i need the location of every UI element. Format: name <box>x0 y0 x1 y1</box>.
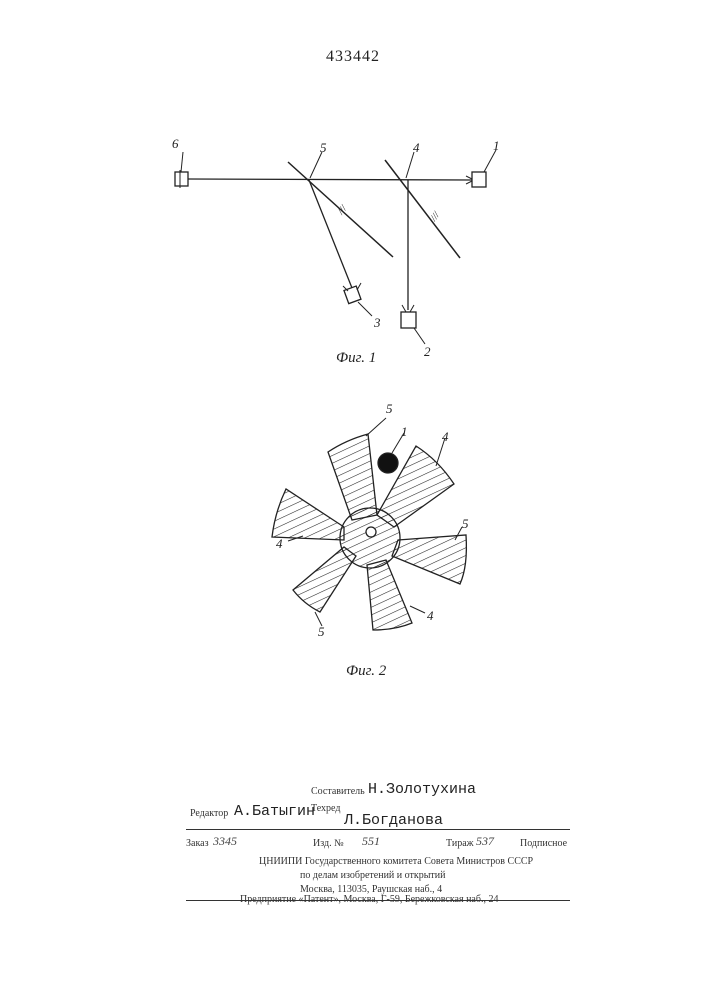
main-beam <box>188 179 472 180</box>
subscription-label: Подписное <box>520 838 567 849</box>
imprint-rule-top <box>186 829 570 830</box>
compiler-label: Составитель <box>311 786 365 797</box>
blade-4-left <box>272 489 344 540</box>
mirror-4 <box>385 160 460 258</box>
compiler-name: Н.Золотухина <box>368 781 476 798</box>
light-spot-1 <box>378 453 398 473</box>
blade-5-right <box>392 535 466 584</box>
org-line-2: по делам изобретений и открытий <box>300 870 446 881</box>
fig2-label-4-top: 4 <box>442 429 449 444</box>
figure-2-caption: Фиг. 2 <box>346 663 387 679</box>
org-line-1: ЦНИИПИ Государственного комитета Совета … <box>259 856 533 867</box>
editor-name: А.Батыгин <box>234 803 315 820</box>
blade-4-bottom <box>367 560 412 630</box>
edition-value: 551 <box>362 834 380 849</box>
label-3: 3 <box>373 315 381 330</box>
figure-1 <box>175 150 496 344</box>
fig2-label-4-bottom: 4 <box>427 608 434 623</box>
printer-line: Предприятие «Патент», Москва, Г-59, Бере… <box>240 894 498 905</box>
figure-1-caption: Фиг. 1 <box>336 350 376 366</box>
circulation-value: 537 <box>476 834 494 849</box>
techred-name: Л.Богданова <box>344 812 443 829</box>
label-2: 2 <box>424 344 431 359</box>
fig2-label-4-left: 4 <box>276 536 283 551</box>
edition-label: Изд. № <box>313 838 344 849</box>
label-1: 1 <box>493 138 500 153</box>
element-6-box <box>175 172 188 186</box>
element-2-box <box>401 312 416 328</box>
fig2-label-1: 1 <box>401 424 408 439</box>
element-1-box <box>472 172 486 187</box>
techred-label: Техред <box>311 803 340 814</box>
hatch-mark-4: /// <box>428 209 443 224</box>
order-value: 3345 <box>213 834 237 849</box>
circulation-label: Тираж <box>446 838 474 849</box>
hub <box>340 508 400 568</box>
order-label: Заказ <box>186 838 209 849</box>
label-6: 6 <box>172 136 179 151</box>
blade-5-top <box>328 434 377 520</box>
fig2-label-5-right: 5 <box>462 516 469 531</box>
hub-hole <box>366 527 376 537</box>
label-5: 5 <box>320 140 327 155</box>
figure-2 <box>272 418 466 630</box>
label-4: 4 <box>413 140 420 155</box>
fig2-label-5-top: 5 <box>386 401 393 416</box>
element-3-box <box>344 286 361 304</box>
fig2-label-5-bottom: 5 <box>318 624 325 639</box>
ray-to-3 <box>309 180 352 288</box>
editor-label: Редактор <box>190 808 228 819</box>
